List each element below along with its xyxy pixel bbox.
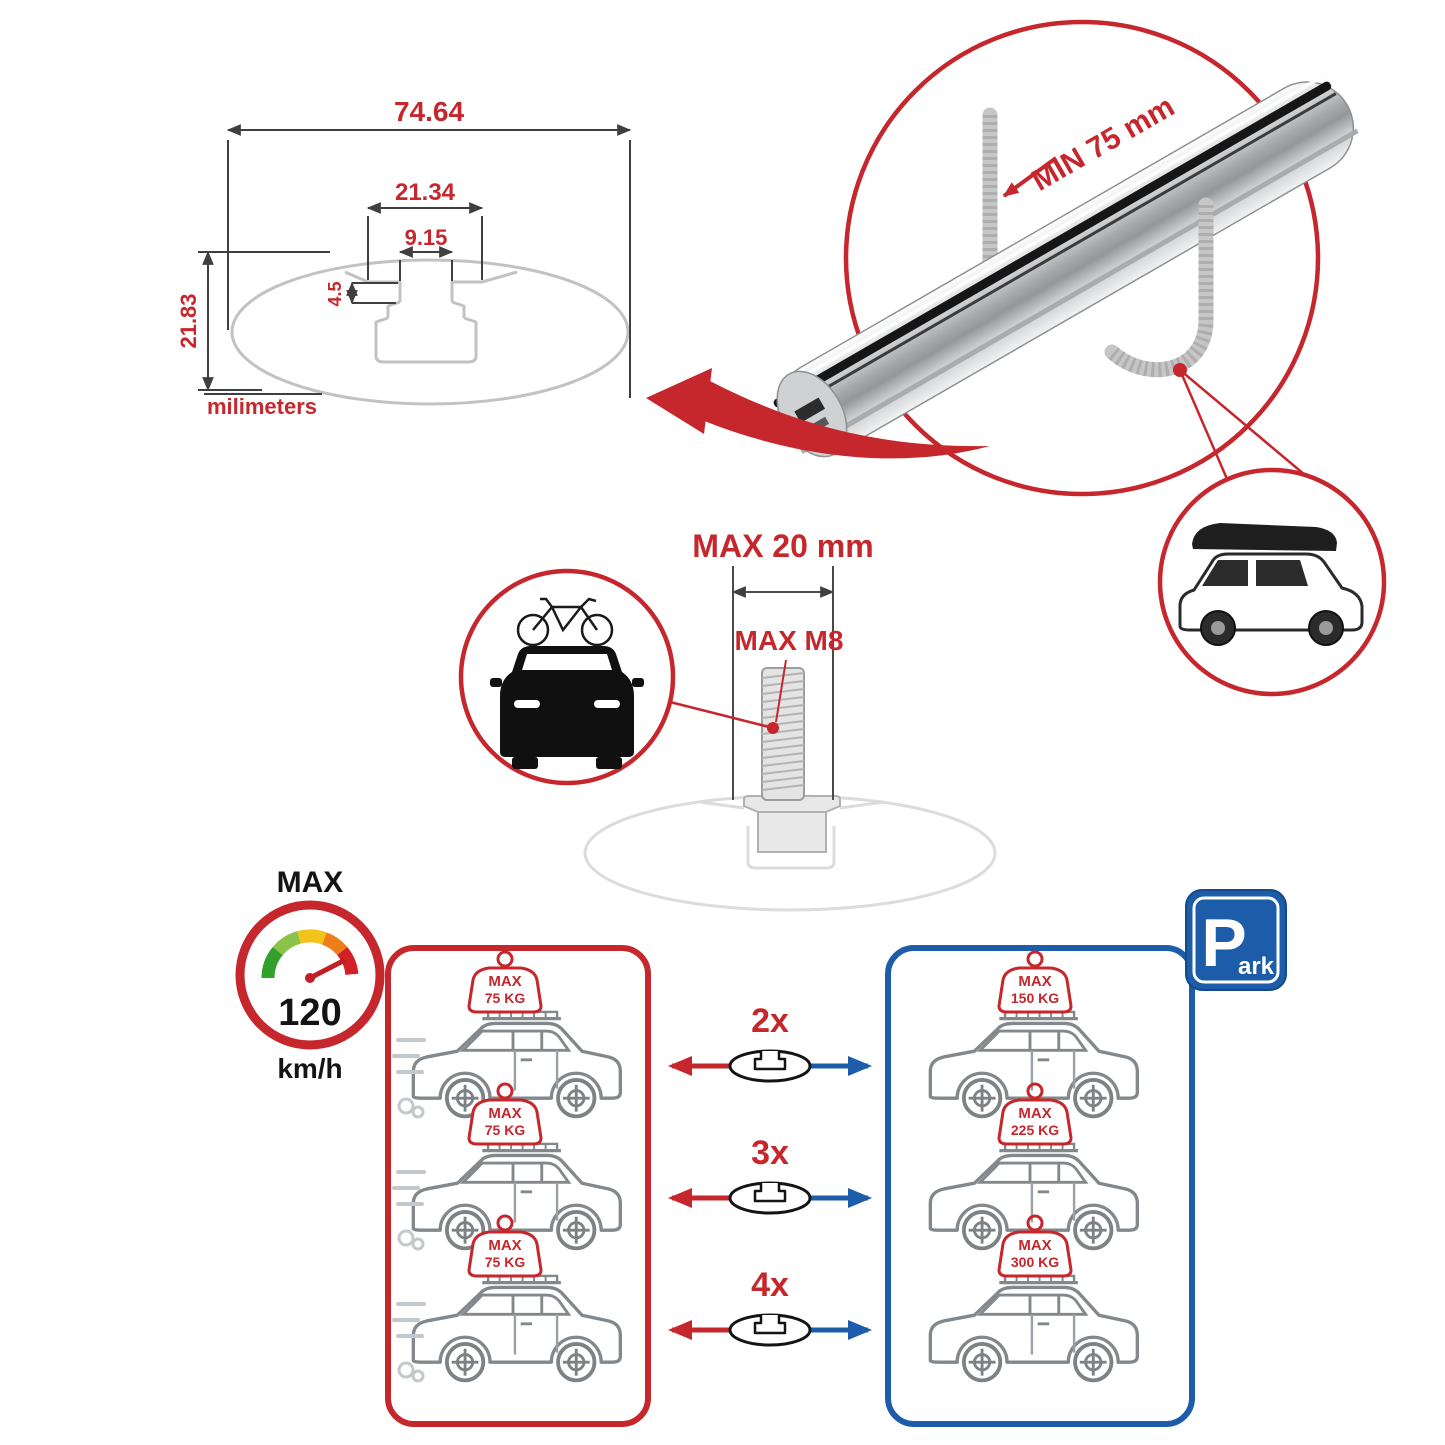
profile-ellipse <box>230 258 630 406</box>
gauge-pivot <box>305 973 315 983</box>
motion-lines <box>392 1302 426 1383</box>
parked-car-row-3: MAX 300 KG <box>928 1214 1140 1383</box>
multiplier-label: 3x <box>751 1134 789 1172</box>
callout-leads <box>1178 369 1306 480</box>
load-tag: MAX 75 KG <box>467 1214 543 1278</box>
tag-load-label: 300 KG <box>1011 1254 1059 1270</box>
bike-car-callout <box>458 568 676 786</box>
dim-slot-width: 9.15 <box>405 225 448 250</box>
parking-panel-border <box>885 945 1195 1427</box>
parking-suffix: ark <box>1238 953 1275 980</box>
motion-lines <box>392 1170 426 1251</box>
nut-body <box>757 811 827 853</box>
tag-load-label: 75 KG <box>485 1122 526 1138</box>
thread-leader <box>775 659 787 723</box>
driving-panel-border <box>385 945 651 1427</box>
car-tire-left <box>512 757 538 769</box>
load-tag: MAX 75 KG <box>467 950 543 1014</box>
driving-car-row-2: MAX 75 KG <box>392 1082 623 1251</box>
roofbox-car-callout <box>1157 467 1387 697</box>
tag-max-label: MAX <box>1018 1105 1051 1122</box>
headlight-right <box>594 700 620 708</box>
multiplier-label: 4x <box>751 1266 789 1304</box>
driving-car-row-3: MAX 75 KG <box>392 1214 623 1383</box>
speed-unit: km/h <box>277 1053 342 1084</box>
parking-letter: P <box>1201 905 1246 981</box>
aluminum-crossbar <box>768 73 1359 458</box>
load-tag: MAX 300 KG <box>997 1214 1073 1278</box>
unit-label: milimeters <box>207 394 317 419</box>
gauge-arcs <box>261 929 359 979</box>
gauge-needle <box>307 958 346 981</box>
tag-load-label: 75 KG <box>485 990 526 1006</box>
tag-max-label: MAX <box>1018 1237 1051 1254</box>
parking-sign: P ark <box>1185 889 1287 991</box>
tag-max-label: MAX <box>488 973 521 990</box>
tag-max-label: MAX <box>1018 973 1051 990</box>
faint-channel <box>699 800 885 870</box>
min-clamp-arrow <box>1002 156 1058 198</box>
profile-channel <box>344 270 518 364</box>
dim-total-height: 21.83 <box>176 293 201 348</box>
dim-shoulder-width: 21.34 <box>395 179 456 206</box>
windshield <box>522 654 612 670</box>
bar-count-row-1: 2x <box>668 1002 872 1083</box>
car-mirror-left <box>490 678 502 687</box>
parking-sign-border <box>1192 896 1280 984</box>
car-mirror-right <box>632 678 644 687</box>
max-thread-label: MAX M8 <box>735 625 844 656</box>
load-tag: MAX 75 KG <box>467 1082 543 1146</box>
car-front-silhouette <box>500 646 634 757</box>
tag-max-label: MAX <box>488 1237 521 1254</box>
bolt-section: MAX 20 mm MAX M8 <box>583 528 997 912</box>
roof-box-icon <box>1192 523 1337 551</box>
parking-sign-board <box>1185 889 1287 991</box>
bar-count-row-2: 3x <box>668 1134 872 1215</box>
parked-car-row-2: MAX 225 KG <box>928 1082 1140 1251</box>
headlight-left <box>514 700 540 708</box>
suv-window-2 <box>1256 560 1308 586</box>
motion-lines <box>392 1038 426 1119</box>
driving-panel: MAX 75 KG MAX 75 KG <box>385 945 651 1427</box>
speed-max-label: MAX <box>277 866 344 899</box>
load-tag: MAX 150 KG <box>997 950 1073 1014</box>
max-length-label: MAX 20 mm <box>692 528 873 564</box>
dimension-lines <box>198 124 632 398</box>
speed-value: 120 <box>278 992 341 1034</box>
load-tag: MAX 225 KG <box>997 1082 1073 1146</box>
bar-render-callout: MIN 75 mm <box>768 19 1359 497</box>
speed-limit-badge: MAX 120 km/h <box>235 866 385 1084</box>
bicycle-icon <box>516 597 614 647</box>
bolt-lead-line <box>669 700 774 730</box>
dim-total-width: 74.64 <box>394 96 464 127</box>
bar-count-row-3: 4x <box>668 1266 872 1347</box>
tag-load-label: 225 KG <box>1011 1122 1059 1138</box>
parking-panel: MAX 150 KG MAX 225 KG MAX 300 KG P <box>885 889 1287 1427</box>
car-tire-right <box>596 757 622 769</box>
suv-hub-2 <box>1319 621 1333 635</box>
curved-pointer-arrow <box>646 368 990 459</box>
bolt-dimension-lines <box>731 566 835 800</box>
dim-lip-depth: 4.5 <box>325 281 345 306</box>
suv-window-1 <box>1202 560 1248 586</box>
driving-car-row-1: MAX 75 KG <box>392 950 623 1119</box>
parked-car-row-1: MAX 150 KG <box>928 950 1140 1119</box>
tag-load-label: 150 KG <box>1011 990 1059 1006</box>
tag-load-label: 75 KG <box>485 1254 526 1270</box>
suv-hub-1 <box>1211 621 1225 635</box>
crossbar-profile-drawing: 74.64 21.34 9.15 4.5 21.83 milimeters <box>176 96 632 419</box>
multiplier-label: 2x <box>751 1002 789 1040</box>
tag-max-label: MAX <box>488 1105 521 1122</box>
